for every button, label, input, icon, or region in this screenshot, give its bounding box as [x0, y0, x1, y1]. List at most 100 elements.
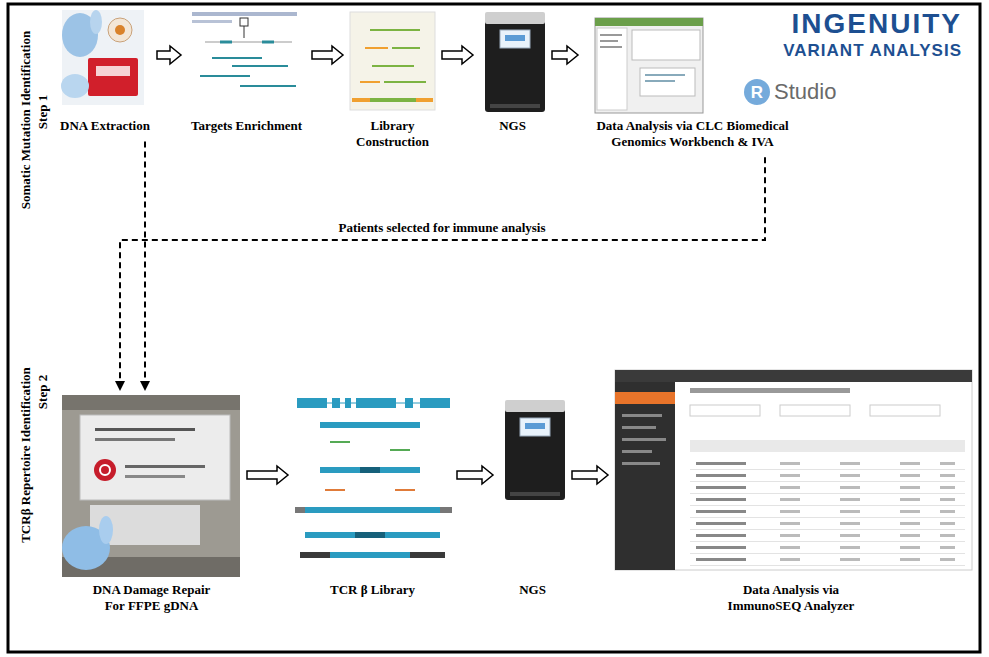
target-enrichment-figure — [200, 75, 250, 77]
process-step: Library Construction — [345, 8, 440, 153]
library-construction-figure — [392, 47, 420, 49]
software-screenshot — [645, 80, 675, 82]
tcr-library-figure — [320, 467, 420, 473]
tcr-library-figure — [390, 449, 410, 451]
flow-arrow — [247, 466, 288, 484]
ffpe-kit-photo — [62, 395, 240, 410]
software-screenshot — [600, 46, 622, 48]
tcr-library-figure — [395, 489, 415, 491]
sequencer-icon — [505, 400, 565, 500]
immunoseq-screenshot — [690, 388, 850, 393]
software-screenshot — [640, 68, 695, 96]
target-enrichment-figure — [240, 85, 296, 87]
ffpe-kit-photo — [95, 428, 195, 431]
row-title: TCRβ Repertoire Identification — [19, 367, 32, 543]
target-enrichment-figure — [192, 12, 297, 16]
library-construction-figure — [360, 81, 380, 83]
rstudio-logo — [744, 79, 770, 105]
process-step: NGS — [475, 8, 550, 138]
step-caption: NGS — [495, 582, 570, 598]
immunoseq-screenshot — [690, 458, 965, 566]
dna-extraction-photo — [61, 10, 144, 105]
software-screenshot — [632, 30, 700, 60]
logo-text: VARIANT ANALYSIS — [783, 42, 962, 59]
immunoseq-screenshot — [622, 462, 660, 465]
step-number: Step 1 — [36, 95, 49, 129]
immunoseq-screenshot — [615, 382, 675, 570]
dashed-connector — [144, 142, 146, 390]
target-enrichment-figure — [240, 18, 248, 26]
software-screenshot — [645, 74, 685, 76]
flow-arrow — [552, 46, 578, 64]
step-caption: Library Construction — [345, 118, 440, 149]
target-enrichment-figure — [212, 57, 262, 59]
tcr-library-figure — [295, 398, 452, 555]
software-screenshot — [600, 34, 622, 36]
dna-extraction-photo — [108, 18, 132, 42]
target-enrichment-figure — [192, 12, 297, 86]
flow-arrow — [572, 466, 608, 484]
tcr-library-figure — [330, 441, 350, 443]
dna-extraction-photo — [90, 10, 102, 34]
target-enrichment-figure — [192, 20, 232, 23]
tcr-library-figure — [305, 532, 440, 538]
step-caption: Targets Enrichment — [183, 118, 310, 134]
tcr-library-figure — [330, 552, 410, 558]
library-construction-figure — [384, 81, 426, 83]
process-step: TCR β Library — [290, 392, 455, 602]
library-construction-figure — [370, 29, 420, 31]
dna-extraction-photo — [96, 66, 130, 76]
logo-letter: R — [751, 84, 763, 101]
tcr-library-figure — [440, 507, 452, 513]
ffpe-kit-photo — [80, 415, 230, 500]
tcr-library-figure — [332, 398, 340, 408]
step-caption: Data Analysis via ImmunoSEQ Analyzer — [711, 582, 871, 613]
step-caption: NGS — [475, 118, 550, 134]
immunoseq-screenshot — [615, 392, 675, 404]
immunoseq-screenshot — [622, 426, 656, 429]
tcr-library-figure — [360, 467, 380, 473]
target-enrichment-figure — [232, 65, 288, 67]
tcr-library-figure — [305, 507, 440, 513]
immunoseq-screenshot — [622, 450, 652, 453]
immunoseq-screenshot — [622, 438, 666, 441]
software-screenshot — [595, 18, 703, 113]
step-caption: DNA Damage Repair For FFPE gDNA — [87, 582, 217, 613]
immunoseq-screenshot — [690, 440, 965, 452]
immunoseq-screenshot — [622, 414, 662, 417]
process-step: Targets Enrichment — [183, 8, 310, 138]
ffpe-kit-photo — [125, 475, 185, 478]
process-step: NGS — [495, 392, 570, 602]
software-screenshot — [595, 18, 703, 26]
library-construction-figure — [365, 47, 388, 49]
immunoseq-screenshot — [615, 370, 972, 382]
connector-label: Patients selected for immune analysis — [335, 220, 548, 236]
step-caption: Data Analysis via CLC Biomedical Genomic… — [580, 118, 805, 149]
ffpe-kit-photo — [100, 465, 110, 475]
software-screenshot — [597, 28, 627, 110]
target-enrichment-figure — [205, 42, 292, 43]
flow-arrow — [157, 46, 181, 64]
library-construction-figure — [372, 65, 414, 67]
library-construction-figure — [350, 12, 435, 110]
tcr-library-figure — [355, 532, 385, 538]
target-enrichment-figure — [220, 41, 232, 44]
ffpe-kit-photo — [62, 395, 240, 577]
tcr-library-figure — [295, 507, 305, 513]
dna-extraction-photo — [115, 25, 125, 35]
immunoseq-screenshot — [780, 405, 850, 416]
flow-arrow — [442, 46, 473, 64]
flow-arrow — [457, 466, 493, 484]
immunoseq-screenshot — [615, 370, 972, 570]
frame-border — [8, 4, 980, 652]
target-enrichment-figure — [244, 26, 245, 38]
step-caption: DNA Extraction — [55, 118, 155, 134]
library-construction-figure — [352, 98, 370, 102]
process-step: DNA Extraction — [55, 8, 155, 138]
dashed-connector — [120, 157, 765, 390]
dna-extraction-photo — [62, 10, 144, 105]
library-construction-figure — [350, 12, 435, 110]
tcr-library-figure — [356, 398, 396, 408]
